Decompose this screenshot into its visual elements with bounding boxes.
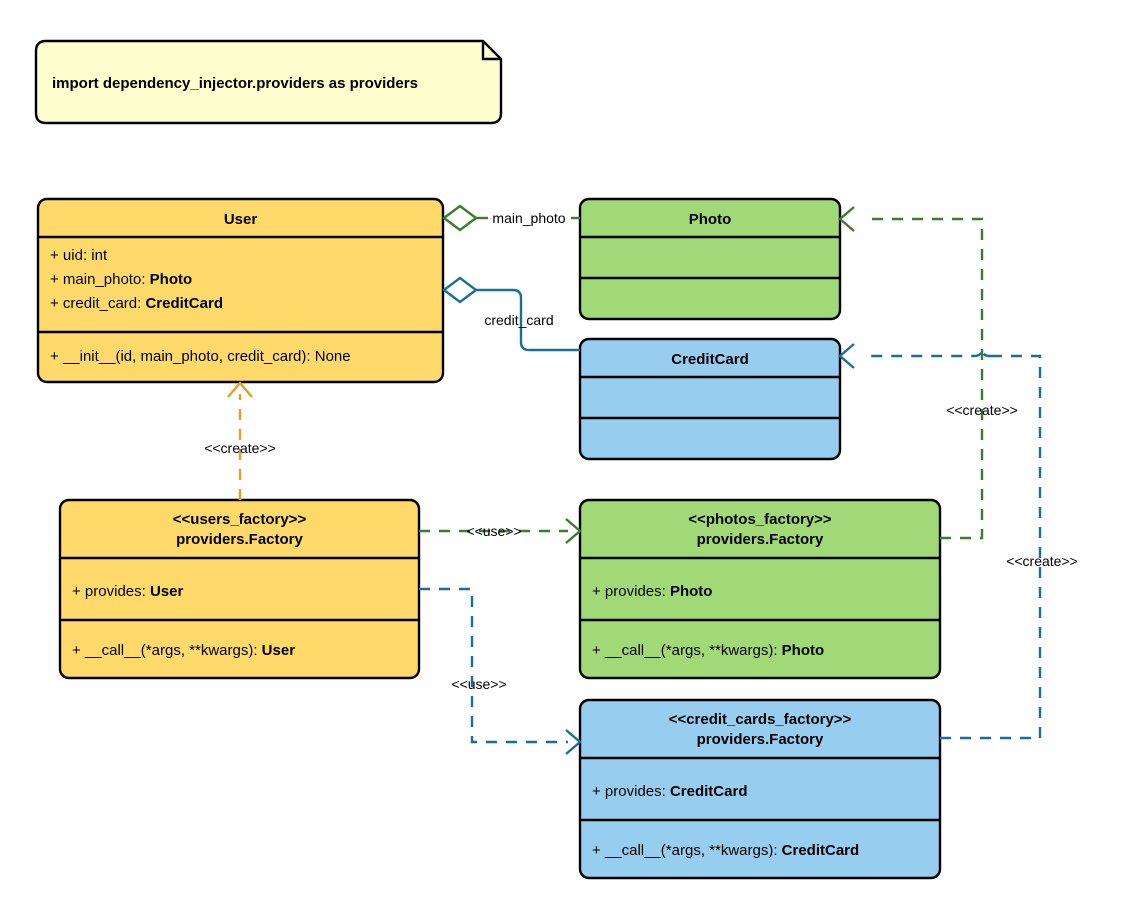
user-attr-0: + uid: int <box>50 247 108 264</box>
users-factory-title: providers.Factory <box>176 531 303 548</box>
photo-title: Photo <box>689 211 732 228</box>
aggregation-diamond-main-photo-icon <box>442 204 478 232</box>
edge-label-main-photo: main_photo <box>492 210 565 226</box>
arrowhead-use-credit-icon <box>565 729 582 755</box>
edge-credit-cards-factory-creditcard[interactable]: <<create>> <box>838 343 1078 740</box>
credit-cards-factory-title: providers.Factory <box>697 731 824 748</box>
edge-user-creditcard-path <box>476 288 580 352</box>
class-box-users-factory[interactable]: <<users_factory>> providers.Factory + pr… <box>58 498 421 680</box>
arrowhead-create-credit-icon <box>838 343 855 369</box>
class-box-credit-cards-factory[interactable]: <<credit_cards_factory>> providers.Facto… <box>578 698 942 880</box>
edge-create-credit-hop <box>864 348 994 358</box>
note-fold-icon <box>481 41 501 61</box>
edge-user-photo[interactable]: main_photo <box>442 204 580 232</box>
photos-factory-stereotype: <<photos_factory>> <box>688 511 832 528</box>
arrowhead-create-photo-icon <box>838 206 855 232</box>
creditcard-box <box>578 337 842 461</box>
users-factory-attr-0: + provides: User <box>72 583 183 600</box>
arrowhead-create-user-icon <box>227 381 253 398</box>
edge-label-use-credit: <<use>> <box>451 676 506 692</box>
edge-create-photo-path <box>864 217 984 540</box>
class-box-photos-factory[interactable]: <<photos_factory>> providers.Factory + p… <box>578 498 942 680</box>
user-title: User <box>224 211 258 228</box>
edge-use-credit-path <box>419 587 568 744</box>
creditcard-title: CreditCard <box>671 351 749 368</box>
user-method-0: + __init__(id, main_photo, credit_card):… <box>50 348 351 365</box>
photos-factory-box <box>578 498 942 680</box>
user-attr-2: + credit_card: CreditCard <box>50 295 223 312</box>
note-import: import dependency_injector.providers as … <box>34 39 503 125</box>
edge-label-credit-card: credit_card <box>484 312 553 328</box>
edge-users-factory-credit-cards-factory[interactable]: <<use>> <box>419 587 582 755</box>
credit-cards-factory-stereotype: <<credit_cards_factory>> <box>669 711 852 728</box>
edge-label-use-photos: <<use>> <box>466 523 521 539</box>
credit-cards-factory-method-0: + __call__(*args, **kwargs): CreditCard <box>592 842 859 859</box>
note-text: import dependency_injector.providers as … <box>52 75 418 92</box>
credit-cards-factory-attr-0: + provides: CreditCard <box>592 783 747 800</box>
edge-users-factory-user[interactable]: <<create>> <box>204 381 276 500</box>
arrowhead-use-photos-icon <box>565 518 582 544</box>
edge-label-create-credit: <<create>> <box>1006 553 1078 569</box>
photos-factory-method-0: + __call__(*args, **kwargs): Photo <box>592 642 824 659</box>
edge-create-credit-path <box>940 354 1042 740</box>
note-shape <box>34 39 503 125</box>
edge-photos-factory-photo[interactable]: <<create>> <box>838 206 1018 540</box>
users-factory-method-0: + __call__(*args, **kwargs): User <box>72 642 295 659</box>
class-box-photo[interactable]: Photo <box>578 197 842 321</box>
class-box-user[interactable]: User + uid: int + main_photo: Photo + cr… <box>36 197 445 384</box>
user-attr-1: + main_photo: Photo <box>50 271 192 288</box>
credit-cards-factory-box <box>578 698 942 880</box>
edge-label-create-user: <<create>> <box>204 440 276 456</box>
users-factory-stereotype: <<users_factory>> <box>173 511 307 528</box>
photo-box <box>578 197 842 321</box>
edge-user-creditcard[interactable]: credit_card <box>442 276 580 352</box>
photos-factory-attr-0: + provides: Photo <box>592 583 712 600</box>
aggregation-diamond-credit-card-icon <box>442 276 478 304</box>
edge-users-factory-photos-factory[interactable]: <<use>> <box>419 518 582 544</box>
edge-label-create-photo: <<create>> <box>946 402 1018 418</box>
photos-factory-title: providers.Factory <box>697 531 824 548</box>
class-box-creditcard[interactable]: CreditCard <box>578 337 842 461</box>
